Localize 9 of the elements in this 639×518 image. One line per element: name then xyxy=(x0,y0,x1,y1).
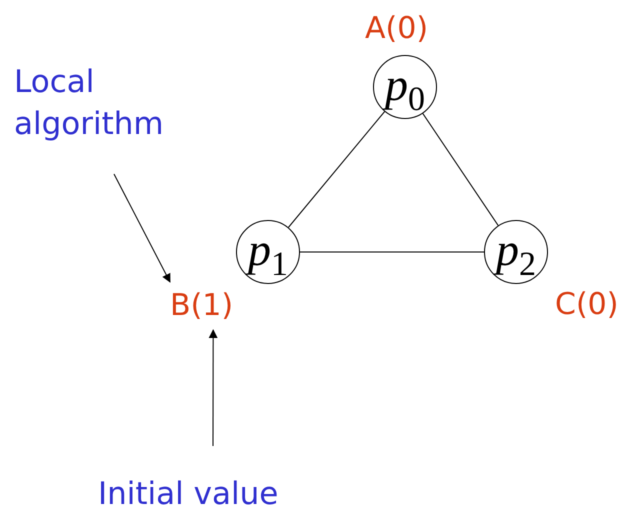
annotation-text: Initial value xyxy=(98,475,278,514)
state-label: C(0) xyxy=(555,290,618,320)
arrow xyxy=(208,329,218,446)
state-label: A(0) xyxy=(365,14,428,44)
connector-line xyxy=(422,113,499,226)
connector-line xyxy=(288,111,386,228)
annotation-text: Local algorithm xyxy=(14,63,165,144)
arrow xyxy=(114,174,170,283)
state-label: B(1) xyxy=(170,286,234,325)
